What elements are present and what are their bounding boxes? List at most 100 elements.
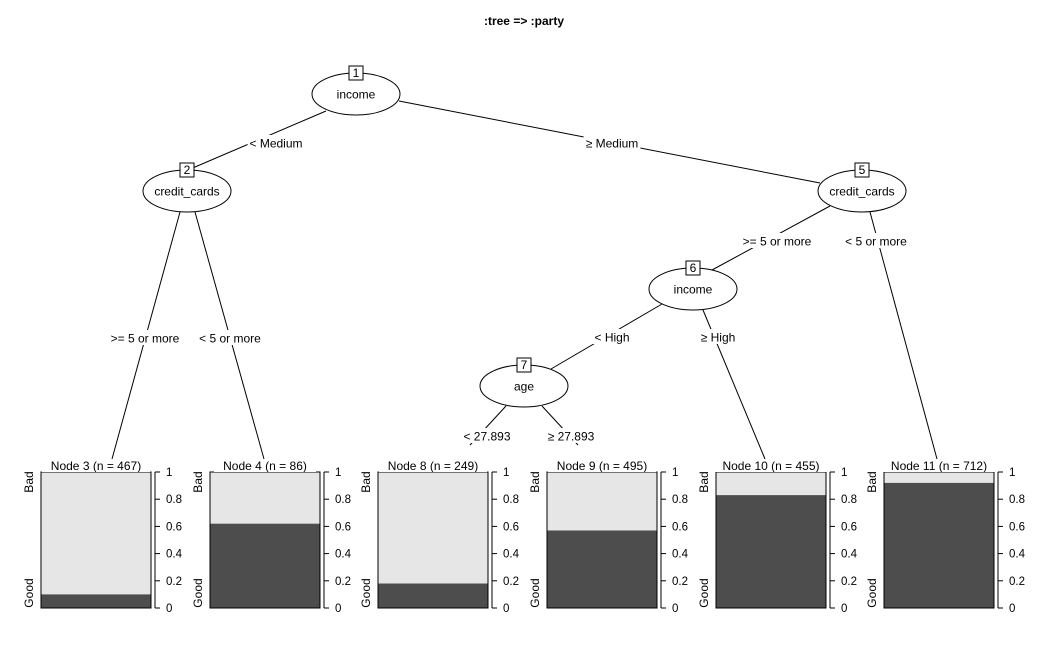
y-tick-label: 0.2 [672,576,688,588]
y-tick-label: 0 [672,603,678,615]
y-tick-label: 0.6 [841,521,857,533]
bar-bad-segment [378,472,488,584]
inner-node-5-label: credit_cards [829,185,894,199]
y-tick-label: 0.4 [166,549,183,561]
panel-title-bg [378,461,488,472]
class-label-good: Good [697,578,711,607]
y-tick-label: 0.2 [1009,576,1025,588]
y-tick-label: 1 [1009,467,1015,479]
edge-label-7-9: ≥ 27.893 [548,430,595,444]
edge-label-1-5: ≥ Medium [586,137,639,151]
inner-nodes-layer: income1credit_cards2credit_cards5income6… [142,65,907,408]
panel-title-bg [41,461,151,472]
edge-5-11 [869,211,938,460]
inner-node-5-id-box [854,162,870,178]
class-label-bad: Bad [359,471,373,492]
y-tick-label: 0 [841,603,847,615]
edge-label-bg [837,233,915,248]
inner-node-6-id-box [685,260,701,276]
bar-bad-segment [547,472,657,531]
y-tick-label: 0.4 [1009,549,1026,561]
y-tick-label: 0.8 [1009,494,1025,506]
class-label-good: Good [359,578,373,607]
y-tick-label: 0.8 [672,494,688,506]
y-tick-label: 0 [335,603,341,615]
y-tick-label: 0.4 [672,549,689,561]
inner-node-2-label: credit_cards [154,185,219,199]
terminal-node-title: Node 4 (n = 86) [223,459,307,473]
edge-label-2-4: < 5 or more [199,332,261,346]
edge-label-bg [458,428,516,443]
y-tick-label: 1 [841,467,847,479]
edge-label-6-7: < High [594,331,629,345]
y-tick-label: 0.6 [335,521,351,533]
bar-good-segment [547,530,657,608]
y-tick-label: 0.8 [503,494,519,506]
inner-node-1-id: 1 [353,66,360,80]
edge-label-bg [696,329,740,344]
edge-label-1-2: < Medium [249,137,302,151]
panel-title-bg [547,461,657,472]
bar-bad-segment [41,472,151,595]
edge-label-5-11: < 5 or more [845,235,907,249]
y-tick-label: 0 [1009,603,1015,615]
class-label-good: Good [22,578,36,607]
terminal-node-title: Node 9 (n = 495) [557,459,647,473]
y-tick-label: 0.8 [166,494,182,506]
bar-bad-segment [716,472,826,496]
class-label-bad: Bad [191,471,205,492]
class-label-good: Good [191,578,205,607]
y-tick-label: 0.6 [672,521,688,533]
y-tick-label: 0.2 [335,576,351,588]
terminal-node-title: Node 8 (n = 249) [388,459,478,473]
edge-label-bg [735,233,819,248]
class-label-bad: Bad [528,471,542,492]
y-tick-label: 0.4 [841,549,858,561]
terminal-node-title: Node 3 (n = 467) [51,459,141,473]
y-tick-label: 0 [166,603,172,615]
y-tick-label: 1 [672,467,678,479]
diagram-title: :tree => :party [484,14,564,28]
inner-node-7-id-box [516,357,532,373]
y-tick-label: 0.4 [503,549,520,561]
y-tick-label: 0.2 [841,576,857,588]
y-tick-label: 1 [503,467,509,479]
inner-node-6-label: income [674,283,713,297]
terminal-node-title: Node 11 (n = 712) [891,459,987,473]
y-tick-label: 0.2 [166,576,182,588]
edges-layer: < Medium≥ Medium>= 5 or more< 5 or more>… [103,100,938,460]
edge-label-bg [191,330,269,345]
inner-node-7-id: 7 [521,358,528,372]
inner-node-2-id: 2 [184,163,191,177]
bar-good-segment [41,594,151,608]
edge-label-bg [247,135,305,150]
bar-good-segment [210,523,320,608]
y-tick-label: 0.6 [1009,521,1025,533]
edge-label-bg [103,330,187,345]
edge-label-2-3: >= 5 or more [111,332,180,346]
y-tick-label: 0.2 [503,576,519,588]
y-tick-label: 0.6 [166,521,182,533]
class-label-bad: Bad [697,471,711,492]
bar-bad-segment [210,472,320,524]
inner-node-6-id: 6 [690,261,697,275]
inner-node-1-label: income [337,88,376,102]
edge-label-bg [542,428,600,443]
bar-good-segment [884,482,994,608]
y-tick-label: 0.8 [335,494,351,506]
inner-node-2-id-box [179,162,195,178]
edge-label-6-10: ≥ High [701,331,736,345]
y-tick-label: 1 [166,467,172,479]
y-tick-label: 0.4 [335,549,352,561]
edge-label-bg [590,329,634,344]
class-label-bad: Bad [865,471,879,492]
panel-title-bg [214,461,316,472]
